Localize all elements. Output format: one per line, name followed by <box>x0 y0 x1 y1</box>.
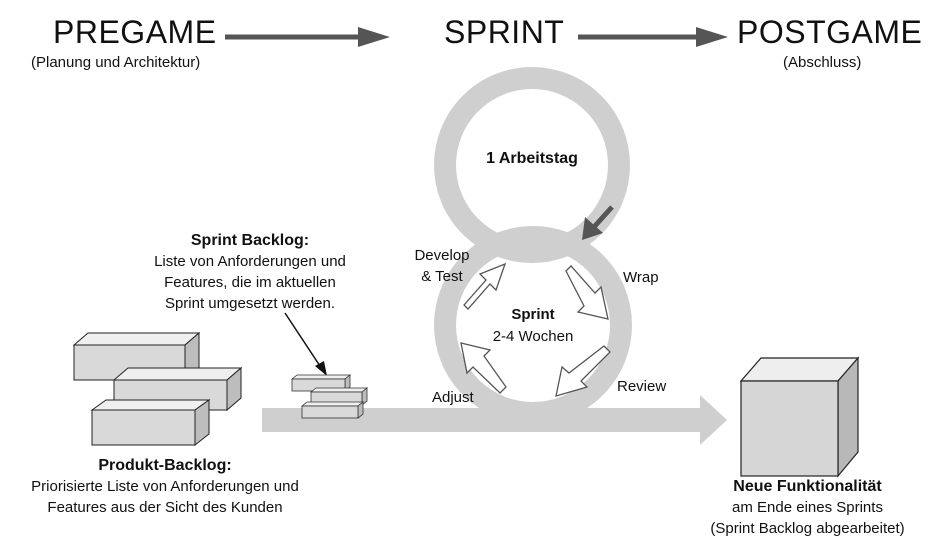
product-backlog-stack <box>72 331 243 447</box>
sprint-backlog-line: Features, die im aktuellen <box>164 274 336 291</box>
sprint-loop-duration: 2-4 Wochen <box>492 328 574 345</box>
review-arrow-icon <box>555 345 611 397</box>
product-backlog-line: Priorisierte Liste von Anforderungen und <box>31 478 299 495</box>
step-review-label: Review <box>617 378 667 395</box>
develop-arrow-icon <box>463 262 507 310</box>
product-backlog-title: Produkt-Backlog: <box>98 457 232 474</box>
sprint-loop-title: Sprint <box>511 306 555 323</box>
step-adjust-label: Adjust <box>432 389 474 406</box>
product-backlog-caption: Produkt-Backlog: Priorisierte Liste von … <box>0 455 330 518</box>
output-line: am Ende eines Sprints <box>732 499 883 516</box>
step-wrap-label: Wrap <box>623 269 659 286</box>
phase-title-pregame: PREGAME <box>53 14 217 50</box>
phase-title-sprint: SPRINT <box>444 14 565 50</box>
sprint-backlog-title: Sprint Backlog: <box>190 232 310 249</box>
sprint-backlog-line: Liste von Anforderungen und <box>154 253 346 270</box>
arrow-pregame-to-sprint <box>225 27 390 47</box>
step-develop-line2: & Test <box>421 268 463 285</box>
daily-loop-ring <box>434 67 630 263</box>
arrow-sprint-to-postgame <box>578 27 728 47</box>
phase-subtitle-pregame: (Planung und Architektur) <box>31 54 201 71</box>
sprint-backlog-pointer <box>284 312 327 376</box>
loop-return-arrow <box>582 205 614 240</box>
product-backlog-line: Features aus der Sicht des Kunden <box>47 499 283 516</box>
step-develop-line1: Develop <box>414 247 470 264</box>
output-title: Neue Funktionalität <box>733 478 882 495</box>
backlog-block <box>300 401 365 419</box>
backlog-block <box>90 399 211 447</box>
sprint-backlog-stack <box>290 374 369 419</box>
step-develop-label: Develop & Test <box>402 245 482 287</box>
daily-loop-label: 1 Arbeitstag <box>486 150 578 167</box>
output-caption: Neue Funktionalität am Ende eines Sprint… <box>690 476 925 539</box>
sprint-backlog-caption: Sprint Backlog: Liste von Anforderungen … <box>135 230 365 314</box>
wrap-arrow-icon <box>565 265 609 320</box>
phase-subtitle-postgame: (Abschluss) <box>783 54 862 71</box>
sprint-backlog-line: Sprint umgesetzt werden. <box>164 295 336 312</box>
adjust-arrow-icon <box>460 342 507 394</box>
output-line: (Sprint Backlog abgearbeitet) <box>710 520 905 537</box>
sprint-loop-ring <box>434 226 632 424</box>
new-functionality-cube <box>739 356 860 478</box>
phase-title-postgame: POSTGAME <box>737 14 923 50</box>
